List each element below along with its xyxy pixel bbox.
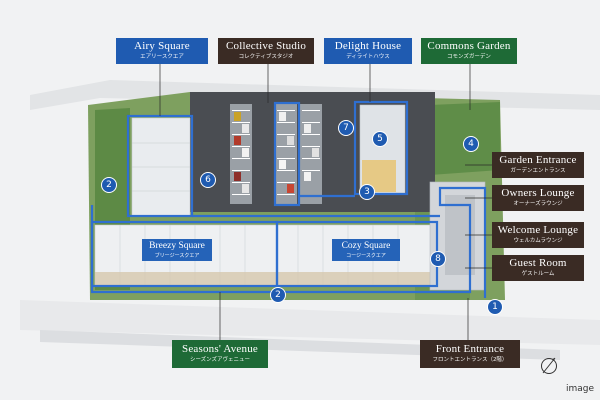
parking-lines (232, 110, 320, 195)
marker-2-south[interactable]: 2 (270, 287, 286, 303)
label-owners-lounge-sub: オーナーズラウンジ (513, 200, 563, 207)
label-commons-garden-title: Commons Garden (427, 40, 511, 53)
label-collective-studio-title: Collective Studio (225, 40, 307, 53)
label-front-entrance: Front Entrance フロントエントランス（2階） (420, 340, 520, 368)
label-front-entrance-sub: フロントエントランス（2階） (432, 356, 508, 363)
label-seasons-avenue: Seasons' Avenue シーズンズアヴェニュー (172, 340, 268, 368)
label-airy-square: Airy Square エアリースクエア (116, 38, 208, 64)
collective-studio-outline (273, 101, 301, 207)
label-breezy-square: Breezy Square ブリージースクエア (142, 239, 212, 261)
parked-cars (234, 112, 319, 193)
label-commons-garden-sub: コモンズガーデン (447, 53, 491, 60)
label-garden-entrance: Garden Entrance ガーデンエントランス (492, 152, 584, 178)
north-arrow-icon (541, 357, 557, 374)
label-seasons-avenue-title: Seasons' Avenue (182, 343, 258, 356)
leader-lines (159, 62, 492, 340)
marker-3[interactable]: 3 (359, 184, 375, 200)
marker-7[interactable]: 7 (338, 120, 354, 136)
label-welcome-lounge: Welcome Lounge ウェルカムラウンジ (492, 222, 584, 248)
label-delight-house-sub: ディライトハウス (346, 53, 390, 60)
label-airy-square-sub: エアリースクエア (140, 53, 184, 60)
label-collective-studio: Collective Studio コレクティブスタジオ (218, 38, 314, 64)
label-delight-house-title: Delight House (334, 40, 402, 53)
label-garden-entrance-title: Garden Entrance (499, 154, 577, 167)
label-owners-lounge-title: Owners Lounge (501, 187, 575, 200)
label-cozy-square-title: Cozy Square (341, 241, 391, 251)
marker-6[interactable]: 6 (200, 172, 216, 188)
marker-5[interactable]: 5 (372, 131, 388, 147)
label-delight-house: Delight House ディライトハウス (324, 38, 412, 64)
marker-1[interactable]: 1 (487, 299, 503, 315)
label-cozy-square: Cozy Square コージースクエア (332, 239, 400, 261)
label-seasons-avenue-sub: シーズンズアヴェニュー (189, 356, 251, 363)
image-caption: image (565, 384, 594, 394)
south-terraces (95, 272, 435, 286)
label-collective-studio-sub: コレクティブスタジオ (238, 53, 294, 60)
label-owners-lounge: Owners Lounge オーナーズラウンジ (492, 185, 584, 211)
airy-square-units (132, 142, 190, 192)
label-welcome-lounge-title: Welcome Lounge (497, 224, 579, 237)
label-garden-entrance-sub: ガーデンエントランス (510, 167, 566, 174)
delight-house-outline (353, 100, 409, 196)
label-commons-garden: Commons Garden コモンズガーデン (421, 38, 517, 64)
south-road (20, 300, 600, 345)
label-breezy-square-sub: ブリージースクエア (154, 253, 200, 259)
avenue-path (90, 186, 487, 298)
marker-8[interactable]: 8 (430, 251, 446, 267)
label-guest-room: Guest Room ゲストルーム (492, 255, 584, 281)
label-front-entrance-title: Front Entrance (435, 343, 505, 356)
label-guest-room-title: Guest Room (509, 257, 567, 270)
label-cozy-square-sub: コージースクエア (346, 253, 386, 259)
label-breezy-square-title: Breezy Square (149, 241, 205, 251)
label-airy-square-title: Airy Square (134, 40, 190, 53)
marker-4[interactable]: 4 (463, 136, 479, 152)
label-guest-room-sub: ゲストルーム (521, 270, 555, 277)
marker-2-west[interactable]: 2 (101, 177, 117, 193)
label-welcome-lounge-sub: ウェルカムラウンジ (513, 237, 563, 244)
